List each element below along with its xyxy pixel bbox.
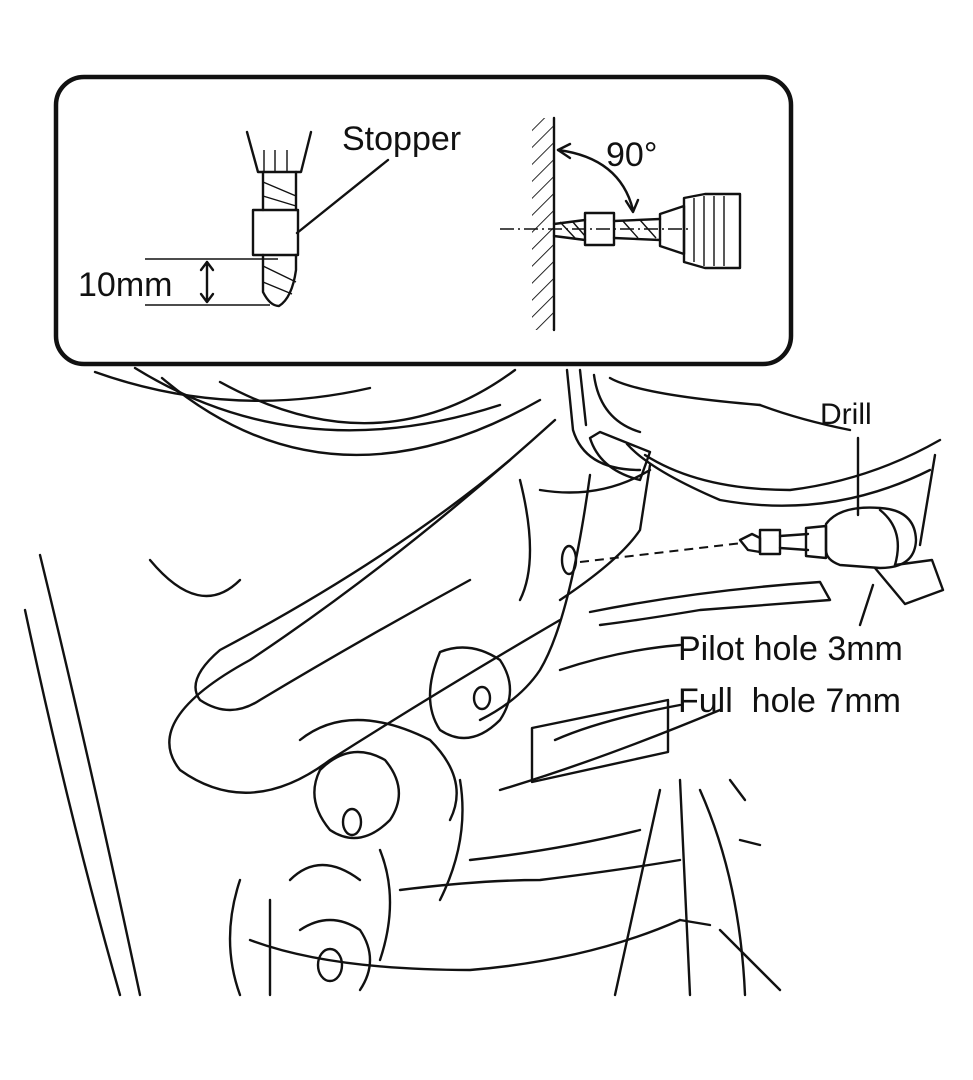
stopper-small: [583, 211, 616, 247]
stopper-label: Stopper: [342, 120, 461, 158]
full-hole-label: Full hole 7mm: [678, 682, 901, 720]
wall-hatch: [532, 118, 554, 330]
drill-hole-target: [560, 544, 578, 576]
drill-icon: [579, 436, 945, 627]
drill-bit-with-stopper: [145, 130, 390, 308]
pilot-hole-label: Pilot hole 3mm: [678, 630, 903, 668]
stopper-leader: [295, 158, 390, 235]
depth-label: 10mm: [78, 266, 172, 304]
detail-inset: Stopper 90° 10mm: [53, 74, 794, 367]
hole-leader: [858, 583, 875, 627]
drill-path-dashed: [579, 542, 743, 563]
drill-label: Drill: [820, 398, 872, 431]
angle-label: 90°: [606, 136, 657, 174]
inset-frame: [53, 74, 794, 367]
depth-dimension-arrow: [199, 260, 215, 304]
drill-body: [824, 506, 918, 570]
perpendicular-drilling: [500, 116, 742, 332]
body-panel-illustration: [23, 366, 942, 997]
angle-arc: [556, 148, 635, 212]
drill-stopper: [758, 528, 782, 556]
